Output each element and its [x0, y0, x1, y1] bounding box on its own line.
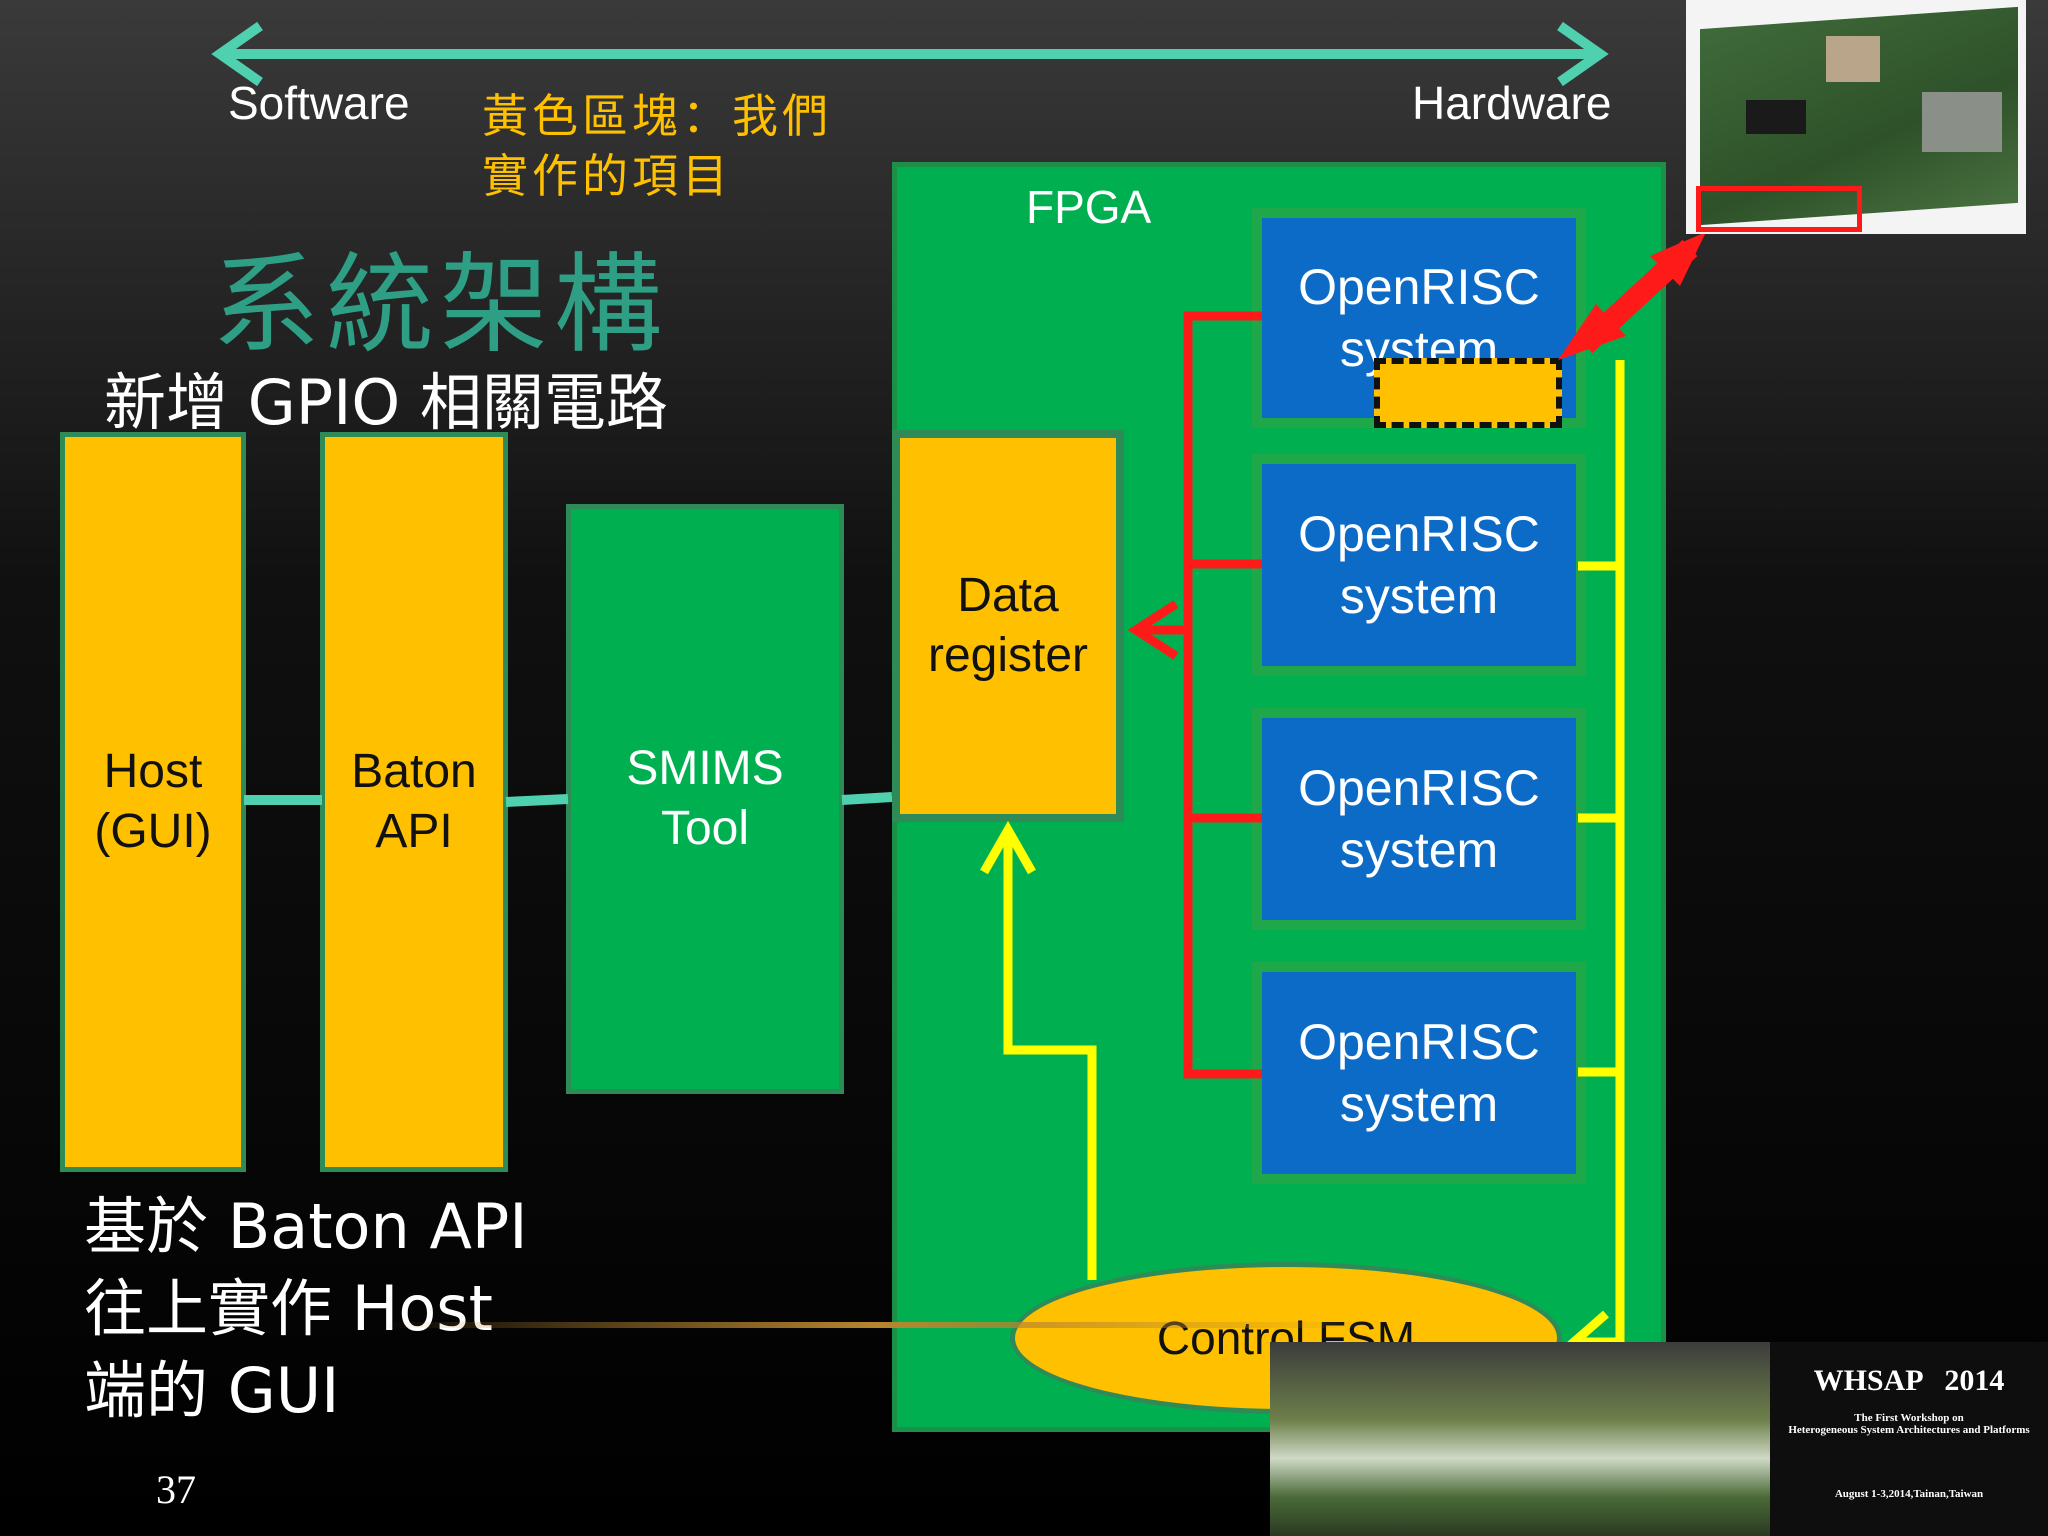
software-label: Software [228, 77, 410, 129]
horizon-glow [380, 1322, 1380, 1328]
slide-title: 系統架構 [212, 243, 669, 368]
banner-line-2: Heterogeneous System Architectures and P… [1788, 1424, 2030, 1436]
smims-tool-block: SMIMS Tool [566, 504, 844, 1094]
openrisc-system-2: OpenRISC system [1252, 454, 1586, 676]
software-hardware-arrow [211, 21, 1609, 87]
implementation-note: 黃色區塊：我們 實作的項目 [482, 89, 832, 203]
board-connector [1922, 92, 2002, 152]
gpio-dashed-block [1374, 358, 1562, 428]
fpga-board-photo [1686, 0, 2026, 234]
banner-line-3: August 1-3,2014,Tainan,Taiwan [1834, 1488, 1984, 1500]
host-gui-block: Host (GUI) [60, 432, 246, 1172]
slide-subtitle: 新增 GPIO 相關電路 [104, 366, 668, 439]
hardware-label: Hardware [1412, 77, 1612, 129]
banner-title: WHSAP 2014 [1813, 1364, 2005, 1397]
openrisc-system-3: OpenRISC system [1252, 708, 1586, 930]
banner-garden-photo [1270, 1342, 1770, 1536]
page-number: 37 [156, 1467, 196, 1512]
board-chip-2 [1746, 100, 1806, 134]
bottom-note: 基於 Baton API 往上實作 Host 端的 GUI [84, 1190, 528, 1427]
openrisc-system-4: OpenRISC system [1252, 962, 1586, 1184]
smims-tool-label: SMIMS Tool [626, 742, 784, 855]
fpga-label: FPGA [1026, 181, 1152, 233]
banner-line-1: The First Workshop on [1854, 1412, 1964, 1424]
board-chip [1826, 36, 1880, 82]
data-register-block: Data register [892, 430, 1124, 822]
banner-text-panel: WHSAP 2014 The First Workshop on Heterog… [1770, 1342, 2048, 1536]
baton-api-block: Baton API [320, 432, 508, 1172]
gpio-header-highlight [1696, 186, 1862, 232]
whsap-banner: WHSAP 2014 The First Workshop on Heterog… [1270, 1342, 2048, 1536]
